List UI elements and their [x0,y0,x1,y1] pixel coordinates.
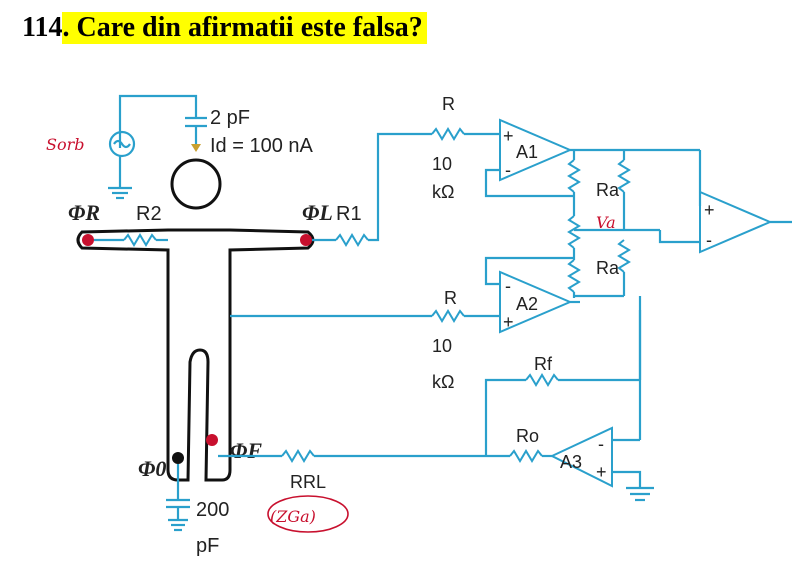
r-top-value-unit: kΩ [432,182,454,202]
r-mid-value-unit: kΩ [432,372,454,392]
out-plus: + [704,200,715,220]
cap-top-label: 2 pF [210,107,250,129]
ra-top-resistor [617,159,631,193]
phi-0-label: Φ0 [138,456,166,481]
cap-bottom-value: 200 [196,499,229,521]
r-top-label: R [442,94,455,114]
phi-l-label: ΦL [302,200,333,225]
a1-label: A1 [516,142,538,162]
a3-minus: - [598,434,604,454]
rf-resistor [525,373,559,387]
rrl-handwritten-label: (ZGa) [270,507,316,526]
a1-plus: + [503,126,514,146]
electrode-foot [206,434,218,446]
rrl-label: RRL [290,472,326,492]
human-body-figure [76,158,315,482]
a2-plus: + [503,312,514,332]
question-title: 114. Care din afirmatii este falsa? [22,8,427,48]
ra-handwritten-label: Va [596,213,616,232]
r-mid-value-num: 10 [432,336,452,356]
source-handwritten-label: Sorb [46,135,84,154]
r-mid-label: R [444,288,457,308]
r-mid-resistor [431,309,465,323]
ra-bottom-resistor [617,239,631,273]
r2-resistor [123,233,157,247]
question-text: . Care din afirmatii este falsa? [62,12,427,44]
out-minus: - [706,230,712,250]
ro-resistor [509,449,543,463]
head [170,158,222,210]
electrode-right-arm [82,234,94,246]
a1-minus: - [505,160,511,180]
amplifier-a1 [499,118,573,182]
top-coupling-circuit: 2 pF Id = 100 nA Sorb [46,94,314,200]
phi-r-label: ΦR [68,200,100,225]
id-label: Id = 100 nA [210,135,314,157]
cap-bottom-unit: pF [196,535,219,557]
electrode-ground [172,452,184,464]
r-top-value-num: 10 [432,154,452,174]
r1-resistor [335,233,369,247]
r2-label: R2 [136,203,162,225]
a2-label: A2 [516,294,538,314]
a2-minus: - [505,276,511,296]
torso-outline [76,228,315,482]
electrode-left-arm [300,234,312,246]
ra-left-resistor [567,215,581,249]
amplifier-a3 [549,426,613,488]
rrl-resistor [281,449,315,463]
ra-top-label: Ra [596,180,620,200]
a3-label: A3 [560,452,582,472]
phi-f-label: ΦF [230,438,262,463]
amplifier-a2 [499,270,573,334]
a3-plus: + [596,462,607,482]
ro-label: Ro [516,426,539,446]
rf-label: Rf [534,354,553,374]
ac-source-icon [108,130,136,158]
r-top-resistor [431,127,465,141]
question-number: 114 [22,12,63,43]
amplifier-output [699,190,773,254]
r1-label: R1 [336,203,362,225]
ra-bottom-label: Ra [596,258,620,278]
